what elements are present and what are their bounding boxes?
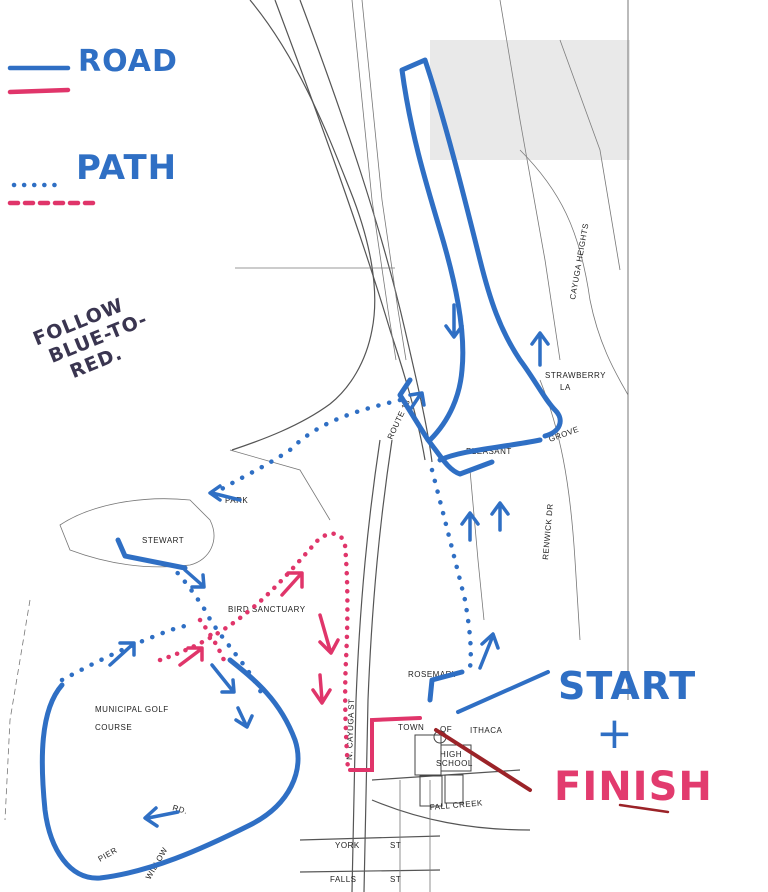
east-road-2 [519, 149, 629, 396]
label-york-st: ST [390, 841, 401, 850]
legend-swatches [7, 65, 98, 206]
arrow-south-1 [444, 303, 464, 339]
label-pier: PIER [97, 846, 119, 864]
arrow-west-1 [208, 484, 242, 502]
arrow-west-2 [143, 806, 180, 828]
direction-arrows [108, 303, 550, 828]
label-la: LA [560, 383, 571, 392]
rail-line [351, 0, 397, 361]
road-segment-north-loop [399, 57, 563, 443]
label-ithaca: ITHACA [470, 726, 503, 735]
label-york: YORK [335, 841, 360, 850]
blue-path-route [59, 397, 474, 703]
grid-verticals [399, 780, 431, 892]
rail-line-2 [361, 0, 407, 361]
finish-label: FINISH [554, 764, 713, 810]
shaded-area [430, 40, 630, 160]
path-segment-sanctuary [167, 562, 268, 703]
stewart-park-outline [59, 498, 215, 568]
map-labels: STEWART PARK BIRD SANCTUARY MUNICIPAL GO… [95, 222, 606, 884]
label-town: TOWN [398, 723, 424, 732]
label-renwick-dr: RENWICK DR [541, 503, 555, 560]
label-falls-st: ST [390, 875, 401, 884]
finish-segment-sanctuary-loop [157, 531, 351, 773]
start-label: START [558, 664, 697, 708]
cayuga-st-east [363, 439, 393, 892]
label-high: HIGH [440, 750, 462, 759]
finish-pointer-line [434, 728, 532, 792]
label-of: OF [440, 725, 452, 734]
finish-segment-street [348, 716, 422, 772]
finish-underline [618, 803, 670, 814]
label-rosemary: ROSEMARY [408, 670, 458, 679]
high-school-buildings [414, 730, 472, 807]
arrow-red-south-1 [318, 613, 340, 655]
label-stewart: STEWART [142, 536, 184, 545]
label-course: COURSE [95, 723, 132, 732]
cayuga-st-west [351, 439, 381, 892]
label-strawberry: STRAWBERRY [545, 371, 606, 380]
highway-right [299, 0, 433, 463]
arrow-red-south-2 [311, 673, 332, 705]
falls-st [299, 869, 441, 873]
park-road [229, 449, 331, 521]
base-map [4, 0, 630, 892]
road-segment-rosemary [427, 669, 465, 703]
label-bird-sanctuary: BIRD SANCTUARY [228, 605, 306, 614]
fall-creek-line [371, 799, 531, 831]
road-segment-stewart [115, 537, 188, 571]
path-segment-cayuga-inlet [429, 467, 474, 671]
arrow-north-1 [530, 331, 550, 367]
arrow-ne-1 [108, 641, 136, 667]
arrow-se-2 [210, 663, 236, 694]
arrow-se-1 [183, 568, 206, 589]
arrow-north-3 [490, 501, 510, 532]
arrow-red-ne-1 [280, 571, 304, 597]
callout-lines [434, 670, 670, 814]
arrow-ne-2 [408, 391, 426, 412]
arrow-red-ne-2 [178, 646, 204, 667]
legend-path-label: PATH [76, 148, 178, 188]
blue-road-route [39, 57, 563, 881]
label-falls: FALLS [330, 875, 357, 884]
label-school: SCHOOL [436, 759, 473, 768]
label-cayuga-heights: CAYUGA HEIGHTS [568, 222, 590, 300]
road-segment-golf-loop [39, 657, 301, 881]
path-segment-golf [59, 623, 188, 683]
arrow-north-2 [460, 511, 480, 542]
legend-road-red-swatch [7, 87, 71, 95]
cayuga-heights-rd [499, 0, 561, 361]
start-pointer-line [456, 670, 550, 714]
road-segment-pleasant [437, 437, 543, 463]
east-road-1 [559, 39, 621, 271]
arrow-north-4 [478, 632, 500, 670]
start-plus: + [596, 708, 634, 759]
golf-border-dashed [4, 599, 31, 821]
york-st [299, 835, 441, 841]
legend-road-label: ROAD [78, 44, 178, 79]
lake-shoreline [231, 0, 376, 451]
side-street [469, 469, 485, 621]
red-finish-route [157, 531, 422, 773]
label-cayuga-st: N. CAYUGA ST [345, 698, 356, 760]
label-municipal-golf: MUNICIPAL GOLF [95, 705, 169, 714]
label-pleasant: PLEASANT [466, 447, 512, 456]
path-segment-shore [209, 397, 403, 498]
label-fall-creek: FALL CREEK [429, 798, 483, 812]
arrow-se-3 [234, 706, 254, 729]
